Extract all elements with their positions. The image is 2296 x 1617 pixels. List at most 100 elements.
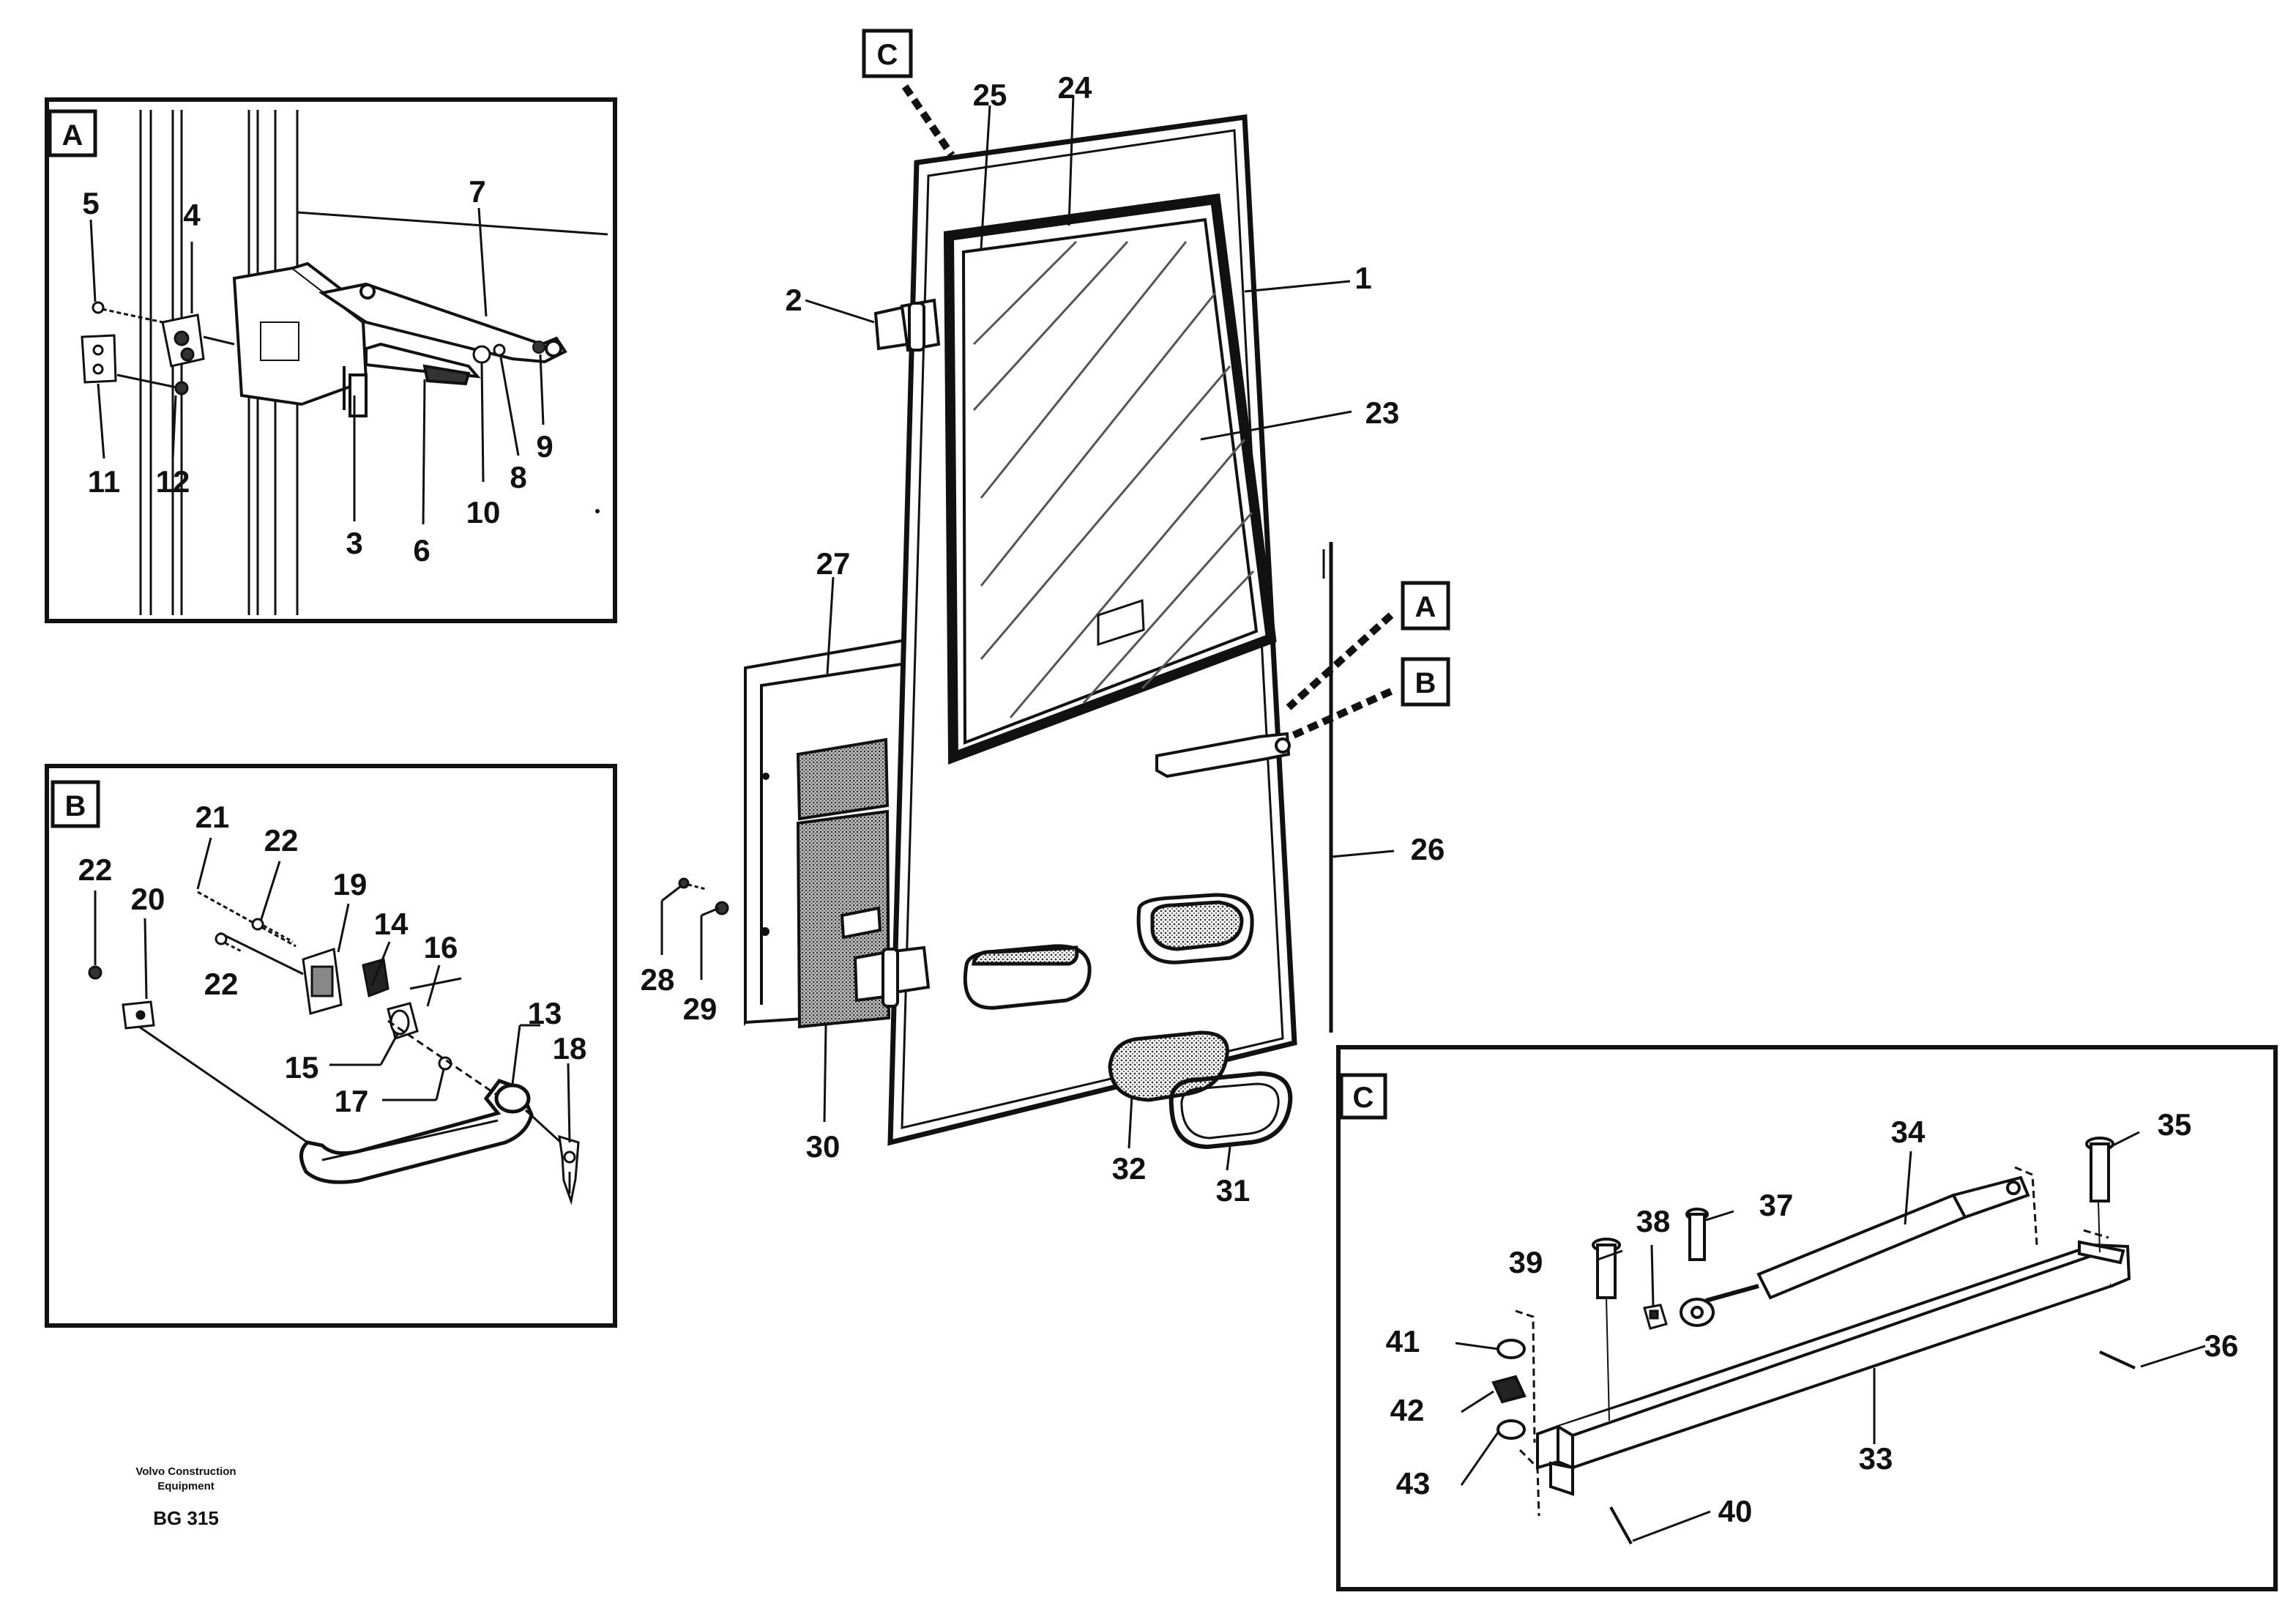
callout-19: 19 <box>333 867 368 902</box>
bracket-ghosts <box>1515 1166 2109 1517</box>
callout-4: 4 <box>183 198 201 232</box>
callout-1: 1 <box>1354 261 1371 295</box>
detail-a-letter-box <box>48 109 97 157</box>
ref-b-box <box>1401 657 1450 707</box>
lock-cylinder <box>219 932 499 1097</box>
mount-plate <box>81 334 189 395</box>
callout-33: 33 <box>1859 1441 1893 1476</box>
nut-38 <box>1643 1304 1668 1330</box>
callout-29: 29 <box>683 992 718 1026</box>
nut-9 <box>532 341 545 354</box>
outer-handle <box>299 1079 534 1184</box>
screw-40 <box>1609 1506 1633 1544</box>
door-grills <box>963 893 1254 1010</box>
callout-22-top: 22 <box>264 823 299 858</box>
washer-10 <box>472 345 491 364</box>
callout-32: 32 <box>1112 1151 1147 1186</box>
callout-15: 15 <box>285 1050 319 1085</box>
callout-38: 38 <box>1636 1204 1671 1238</box>
bolt-37 <box>1685 1208 1709 1261</box>
loose-grill <box>1108 1030 1229 1102</box>
callout-35: 35 <box>2158 1107 2192 1142</box>
link-arm <box>318 282 567 364</box>
detail-b-letter: B <box>65 790 86 822</box>
loose-bezel <box>1168 1071 1293 1150</box>
callout-41: 41 <box>1386 1324 1420 1358</box>
credit-line-1: Volvo Construction <box>135 1465 236 1478</box>
detail-b-leaders <box>94 837 571 1143</box>
callout-16: 16 <box>424 930 458 964</box>
top-c-letter: C <box>877 39 898 71</box>
window-glass <box>961 218 1259 745</box>
main-leaders <box>660 94 1395 1171</box>
screws-22 <box>88 918 294 980</box>
screw-21 <box>197 891 297 948</box>
callout-24: 24 <box>1058 70 1092 105</box>
detail-c-letter: C <box>1353 1082 1374 1114</box>
callout-21: 21 <box>195 800 230 834</box>
door-outer-handle <box>1155 732 1291 778</box>
detail-a-frame <box>45 97 617 623</box>
ref-a-link <box>1286 612 1394 710</box>
callout-27: 27 <box>816 546 851 581</box>
pin-39 <box>1592 1238 1621 1299</box>
top-c-box <box>862 29 913 78</box>
callout-25: 25 <box>973 78 1007 112</box>
hinges <box>853 298 941 1008</box>
detail-b-frame <box>45 764 617 1328</box>
ref-b-link <box>1288 688 1393 740</box>
detail-b-letter-box <box>51 780 100 828</box>
callout-3: 3 <box>346 526 362 560</box>
callout-40: 40 <box>1718 1494 1753 1528</box>
callout-14: 14 <box>374 907 409 941</box>
screw-5 <box>92 301 163 324</box>
callout-34: 34 <box>1891 1115 1926 1149</box>
callout-30: 30 <box>806 1129 840 1164</box>
callout-13: 13 <box>528 996 562 1030</box>
detail-a-letter: A <box>62 119 83 152</box>
callout-23: 23 <box>1365 395 1400 430</box>
callout-11: 11 <box>88 464 120 499</box>
callout-39: 39 <box>1509 1245 1543 1279</box>
dot-mark <box>595 509 600 513</box>
gas-strut <box>1680 1175 2030 1327</box>
detail-c-letter-box <box>1339 1073 1387 1120</box>
plate-20 <box>122 1000 308 1144</box>
callout-28: 28 <box>641 962 675 997</box>
callout-17: 17 <box>335 1084 369 1118</box>
screw-36 <box>2099 1350 2136 1369</box>
ref-b-letter: B <box>1415 667 1436 699</box>
pin-35 <box>2085 1137 2114 1202</box>
callout-22-left: 22 <box>78 852 113 887</box>
lock-body <box>232 261 378 417</box>
callout-43: 43 <box>1396 1466 1431 1501</box>
top-c-link <box>901 84 955 157</box>
panel-screws <box>678 877 729 915</box>
credit-block: Volvo Construction Equipment BG 315 <box>135 1465 236 1529</box>
callout-7: 7 <box>469 174 485 209</box>
callout-22-mid: 22 <box>204 967 239 1001</box>
washers <box>1491 1339 1527 1440</box>
callout-37: 37 <box>1759 1188 1794 1222</box>
callout-8: 8 <box>510 460 526 494</box>
detail-b: B <box>45 764 617 1328</box>
ref-a-letter: A <box>1415 591 1436 623</box>
callout-20: 20 <box>131 882 165 916</box>
callout-12: 12 <box>156 464 190 499</box>
callout-6: 6 <box>413 533 430 568</box>
detail-c: C <box>1336 1045 2278 1591</box>
glass-reflections <box>972 240 1255 718</box>
detail-c-leaders <box>1455 1131 2206 1542</box>
callout-36: 36 <box>2204 1328 2239 1363</box>
window <box>943 193 1277 765</box>
assembly-axes <box>1606 1200 2101 1421</box>
callout-18: 18 <box>553 1031 587 1066</box>
detail-a: A <box>45 97 617 623</box>
striker <box>161 313 235 368</box>
screw-8 <box>493 343 506 357</box>
window-sill-bracket <box>1097 598 1145 647</box>
key <box>524 1109 580 1205</box>
channel-bracket <box>1536 1240 2131 1496</box>
inner-handle <box>365 342 481 386</box>
